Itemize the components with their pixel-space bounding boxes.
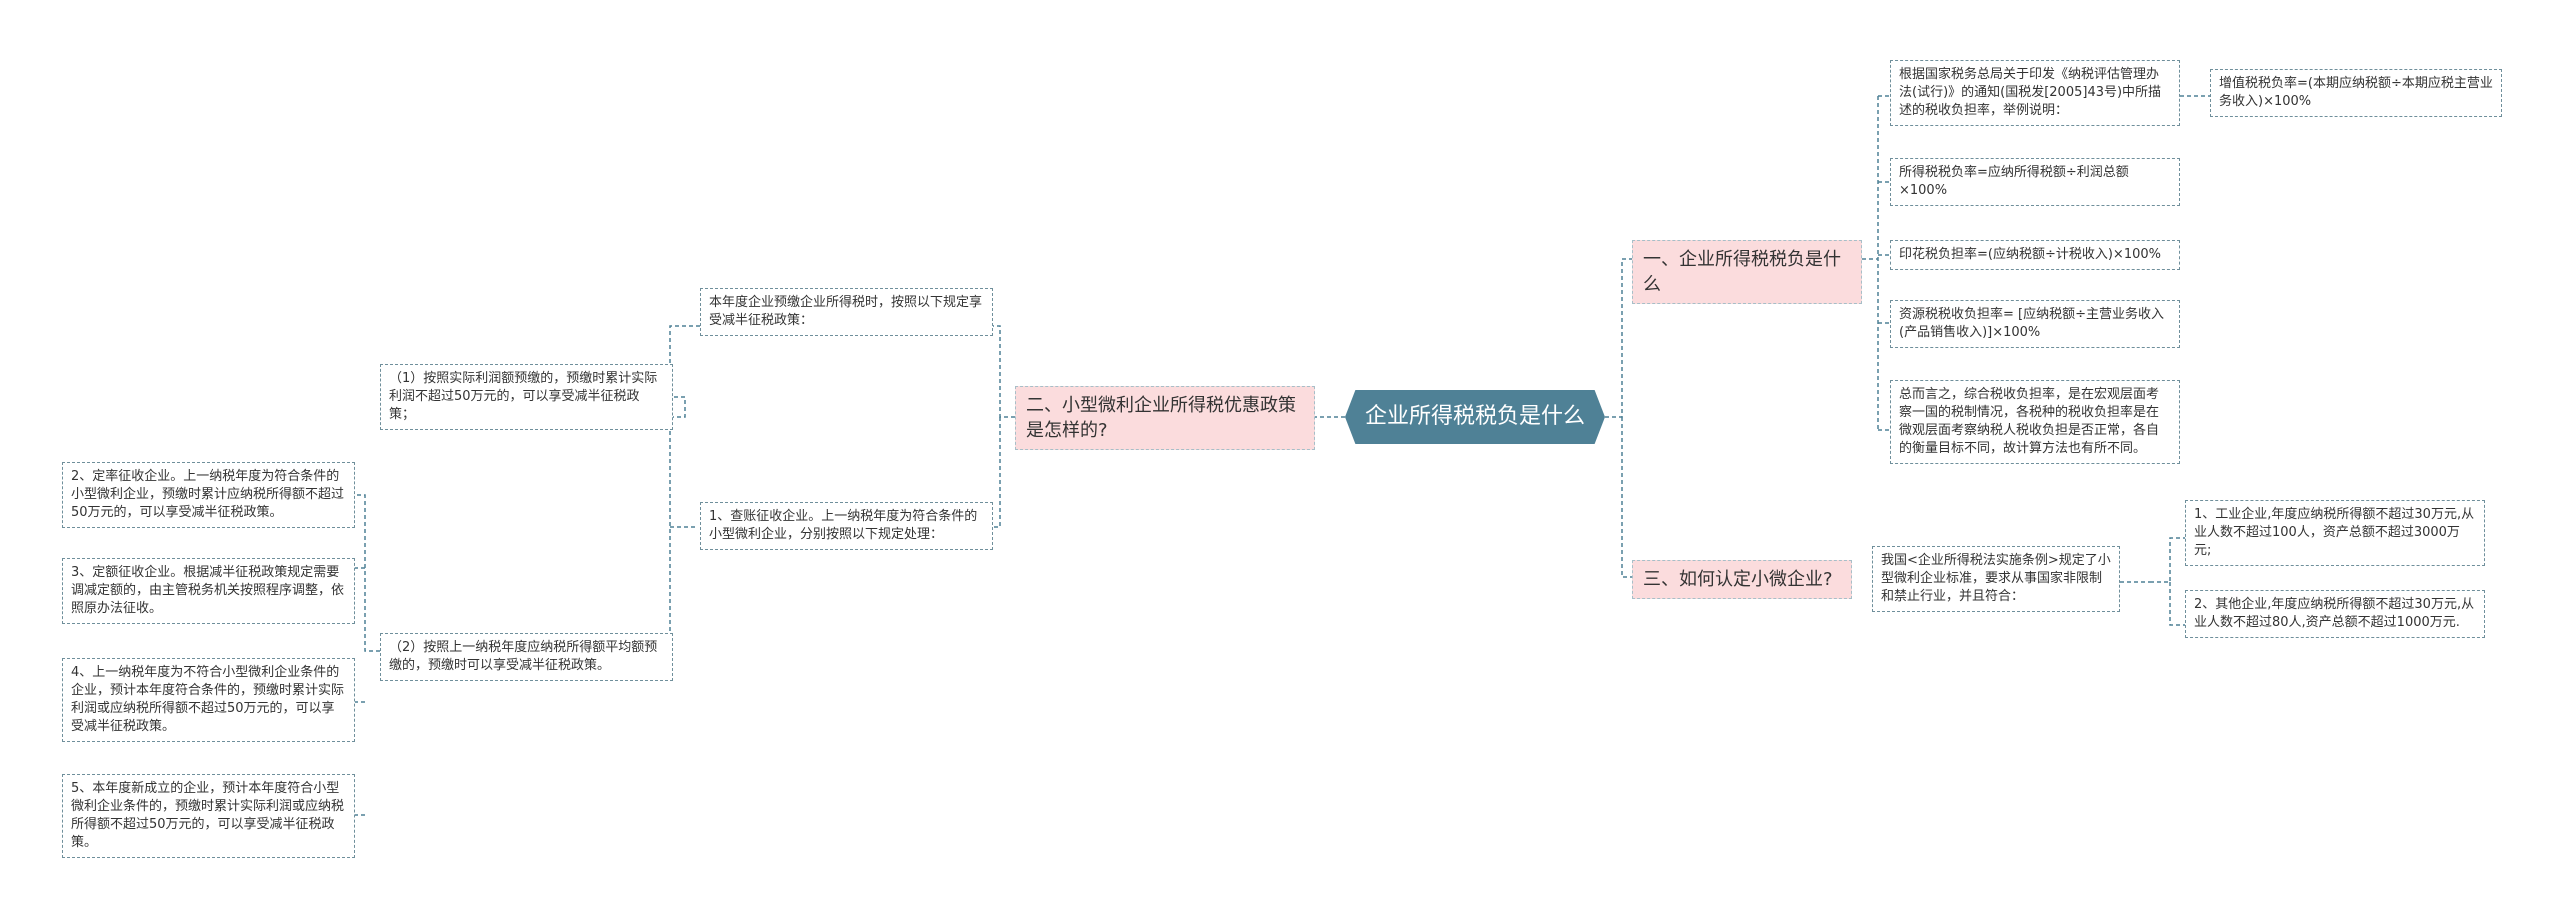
leaf-node-standard[interactable]: 我国<企业所得税法实施条例>规定了小型微利企业标准，要求从事国家非限制和禁止行业… [1872, 546, 2120, 612]
leaf-node-other[interactable]: 2、其他企业,年度应纳税所得额不超过30万元,从业人数不超过80人,资产总额不超… [2185, 590, 2485, 638]
branch-node-small-enterprise[interactable]: 三、如何认定小微企业? [1632, 560, 1852, 599]
leaf-node-actual-profit[interactable]: （1）按照实际利润额预缴的，预缴时累计实际利润不超过50万元的，可以享受减半征税… [380, 364, 673, 430]
leaf-node-vat-formula[interactable]: 增值税税负率=(本期应纳税额÷本期应税主营业务收入)×100% [2210, 69, 2502, 117]
branch-node-tax-burden[interactable]: 一、企业所得税税负是什么 [1632, 240, 1862, 304]
leaf-node-summary[interactable]: 总而言之，综合税收负担率，是在宏观层面考察一国的税制情况，各税种的税收负担率是在… [1890, 380, 2180, 464]
leaf-node-audit-collection[interactable]: 1、查账征收企业。上一纳税年度为符合条件的小型微利企业，分别按照以下规定处理： [700, 502, 993, 550]
leaf-node-average-prepayment[interactable]: （2）按照上一纳税年度应纳税所得额平均额预缴的，预缴时可以享受减半征税政策。 [380, 633, 673, 681]
leaf-node-fixed-amount[interactable]: 3、定额征收企业。根据减半征税政策规定需要调减定额的，由主管税务机关按照程序调整… [62, 558, 355, 624]
root-node[interactable]: 企业所得税税负是什么 [1345, 390, 1605, 444]
leaf-node-nonqualifying[interactable]: 4、上一纳税年度为不符合小型微利企业条件的企业，预计本年度符合条件的，预缴时累计… [62, 658, 355, 742]
leaf-node-prepayment-rule[interactable]: 本年度企业预缴企业所得税时，按照以下规定享受减半征税政策： [700, 288, 993, 336]
leaf-node-resource-tax-formula[interactable]: 资源税税收负担率= [应纳税额÷主营业务收入(产品销售收入)]×100% [1890, 300, 2180, 348]
leaf-node-fixed-rate[interactable]: 2、定率征收企业。上一纳税年度为符合条件的小型微利企业，预缴时累计应纳税所得额不… [62, 462, 355, 528]
branch-node-preferential-policy[interactable]: 二、小型微利企业所得税优惠政策是怎样的? [1015, 386, 1315, 450]
leaf-node-industrial[interactable]: 1、工业企业,年度应纳税所得额不超过30万元,从业人数不超过100人，资产总额不… [2185, 500, 2485, 566]
leaf-node-new-enterprise[interactable]: 5、本年度新成立的企业，预计本年度符合小型微利企业条件的，预缴时累计实际利润或应… [62, 774, 355, 858]
leaf-node-nsr-rule[interactable]: 根据国家税务总局关于印发《纳税评估管理办法(试行)》的通知(国税发[2005]4… [1890, 60, 2180, 126]
leaf-node-income-tax-formula[interactable]: 所得税税负率=应纳所得税额÷利润总额×100% [1890, 158, 2180, 206]
leaf-node-stamp-tax-formula[interactable]: 印花税负担率=(应纳税额÷计税收入)×100% [1890, 240, 2180, 270]
